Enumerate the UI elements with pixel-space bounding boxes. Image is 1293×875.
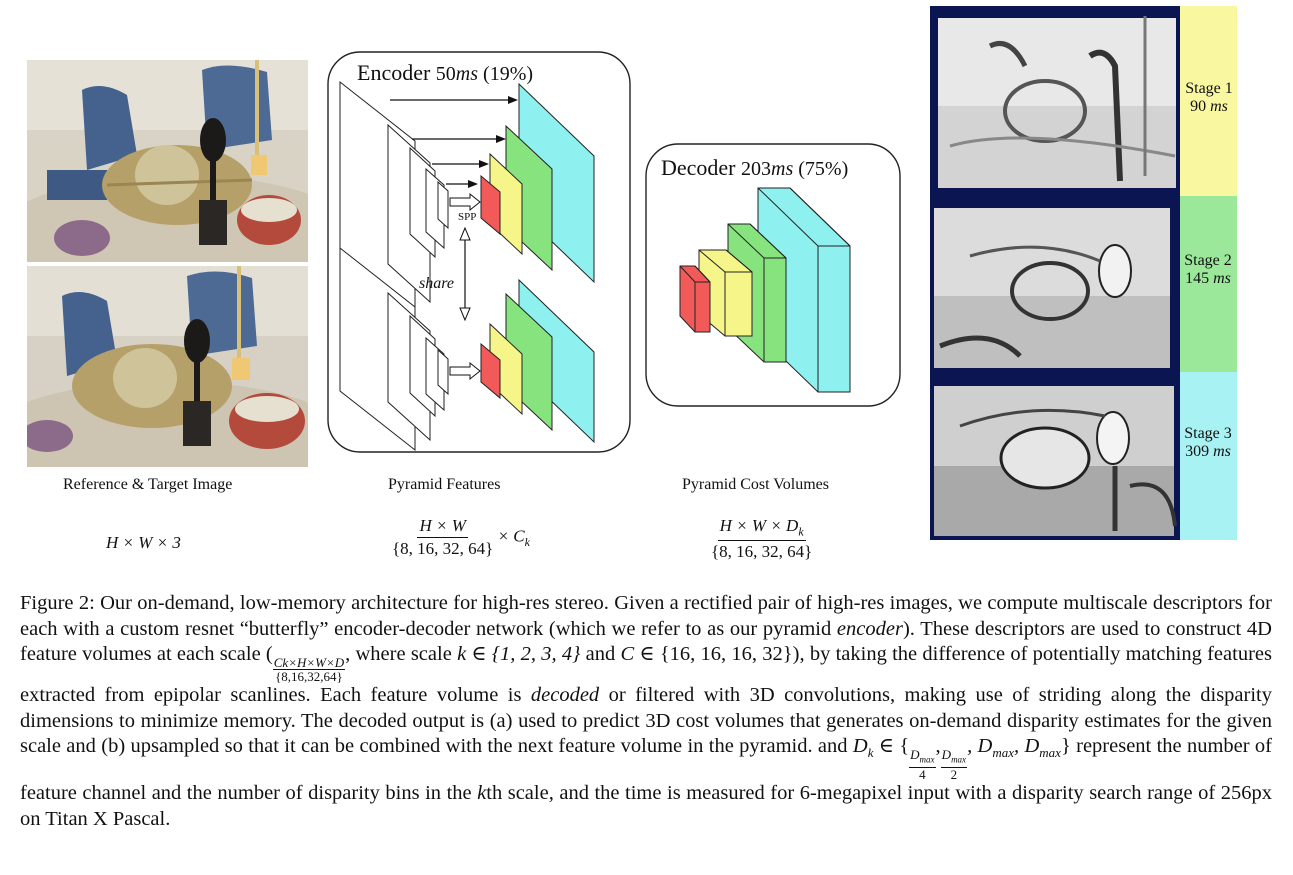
- caption-dk-sub: k: [867, 745, 874, 761]
- caption-k-set: k ∈ {1, 2, 3, 4}: [457, 643, 581, 666]
- caption-dmax-1: , D: [967, 735, 993, 758]
- features-denominator: {8, 16, 32, 64}: [392, 539, 494, 558]
- stage1-time-unit: ms: [1210, 98, 1228, 115]
- stage1-disparity-map: [930, 6, 1180, 196]
- stage1-name: Stage 1: [1185, 80, 1233, 97]
- stage3-disparity-map: [930, 372, 1180, 540]
- pyramid-cost-volumes-label: Pyramid Cost Volumes: [682, 476, 829, 493]
- cost-fraction: H × W × Dk {8, 16, 32, 64}: [711, 516, 812, 562]
- caption-kth: k: [477, 781, 487, 804]
- decoder-time-unit: ms: [771, 158, 794, 180]
- caption-part-5: ), by taking the difference of potential…: [20, 643, 1272, 707]
- caption-part-3: , where scale: [345, 643, 458, 666]
- stage2-time: 145 ms: [1176, 270, 1240, 288]
- image-size-formula: H × W × 3: [106, 533, 181, 552]
- caption-frac-num-c: C: [273, 655, 283, 671]
- spp-label: SPP: [458, 211, 477, 223]
- cost-numerator-subscript: k: [798, 524, 804, 539]
- cost-denominator: {8, 16, 32, 64}: [711, 542, 813, 562]
- stage1-time: 90 ms: [1177, 98, 1241, 116]
- caption-dmax-2-sym: , D: [1014, 735, 1040, 758]
- stage3-label: Stage 3 309 ms: [1176, 425, 1240, 461]
- cost-numerator: H × W × Dk: [717, 516, 806, 542]
- caption-dk-in: ∈ {: [873, 735, 910, 758]
- stage1-time-value: 90: [1190, 98, 1207, 115]
- features-fraction: H × W {8, 16, 32, 64}: [392, 516, 493, 559]
- reference-target-label: Reference & Target Image: [63, 476, 233, 493]
- caption-frac-num-rest: k×H×W×D: [282, 655, 345, 671]
- caption-dmax-2-sub: max: [1039, 745, 1061, 761]
- caption-fraction-volume: Ck×H×W×D{8,16,32,64}: [272, 655, 346, 685]
- caption-d2-sub: max: [951, 754, 967, 765]
- target-image: [27, 266, 308, 467]
- caption-dmax-1-sub: max: [992, 745, 1014, 761]
- stage2-disparity-map: [930, 196, 1180, 372]
- stage3-time-value: 309: [1185, 443, 1210, 460]
- decoder-diagram: [645, 143, 901, 407]
- caption-part-2: ). These descriptors are used to constru…: [20, 617, 1272, 666]
- stage2-name: Stage 2: [1184, 252, 1232, 269]
- features-size-formula: H × W {8, 16, 32, 64} × Ck: [392, 516, 530, 559]
- stage1-color-bar: [1180, 6, 1237, 196]
- stage3-color-bar: [1180, 372, 1237, 540]
- reference-image: [27, 60, 308, 262]
- features-tail: × C: [497, 526, 525, 546]
- caption-em-encoder: encoder: [836, 617, 903, 640]
- caption-ck-set: ∈ {16, 16, 16, 32}: [634, 643, 793, 666]
- caption-dk: D: [852, 735, 868, 758]
- encoder-diagram: [327, 51, 631, 453]
- caption-d4-sub: max: [919, 754, 935, 765]
- decoder-percent: (75%): [798, 158, 849, 180]
- stage3-time-unit: ms: [1213, 443, 1231, 460]
- decoder-title: Decoder 203ms (75%): [661, 155, 848, 181]
- encoder-title-text: Encoder: [357, 60, 431, 85]
- features-numerator: H × W: [417, 516, 468, 538]
- stage3-name: Stage 3: [1184, 425, 1232, 442]
- stage2-label: Stage 2 145 ms: [1176, 252, 1240, 288]
- stage2-time-unit: ms: [1213, 270, 1231, 287]
- decoder-title-text: Decoder: [661, 155, 736, 180]
- features-subscript: k: [524, 534, 530, 549]
- caption-frac-den: {8,16,32,64}: [275, 669, 343, 685]
- stage3-time: 309 ms: [1176, 443, 1240, 461]
- decoder-time: 203: [741, 158, 772, 180]
- stage2-color-bar: [1180, 196, 1237, 372]
- encoder-time-unit: ms: [455, 63, 479, 85]
- stage1-label: Stage 1 90 ms: [1177, 80, 1241, 116]
- cost-numerator-text: H × W × D: [719, 516, 799, 535]
- caption-part-6: or filtered with 3D convolutions, making…: [20, 684, 1272, 758]
- caption-part-8: th scale, and the time is measured for 6…: [20, 781, 1272, 830]
- caption-part-4: and: [580, 643, 621, 666]
- caption-d2-num: D: [941, 747, 952, 763]
- caption-em-decoded: decoded: [530, 684, 600, 707]
- caption-dk-close: }: [1060, 735, 1071, 758]
- encoder-percent: (19%): [483, 63, 534, 85]
- pyramid-features-label: Pyramid Features: [388, 476, 501, 493]
- encoder-top-branch: [339, 80, 595, 332]
- cost-size-formula: H × W × Dk {8, 16, 32, 64}: [711, 516, 812, 562]
- caption-ck-symbol: C: [620, 643, 635, 666]
- encoder-title: Encoder 50ms (19%): [357, 60, 533, 86]
- caption-d4-den: 4: [919, 766, 926, 782]
- figure-caption: Figure 2: Our on-demand, low-memory arch…: [20, 592, 1272, 830]
- encoder-time: 50: [435, 63, 456, 85]
- caption-part-1: Figure 2: Our on-demand, low-memory arch…: [20, 592, 1272, 640]
- red-feature-block: [480, 174, 501, 236]
- encoder-bottom-branch: [339, 246, 595, 452]
- share-label: share: [419, 275, 454, 292]
- caption-d2-den: 2: [950, 766, 958, 782]
- stage2-time-value: 145: [1185, 270, 1210, 287]
- caption-part-7: represent the number of feature channel …: [20, 735, 1272, 804]
- caption-d4-num: D: [910, 747, 920, 763]
- stages-panel: [930, 6, 1237, 540]
